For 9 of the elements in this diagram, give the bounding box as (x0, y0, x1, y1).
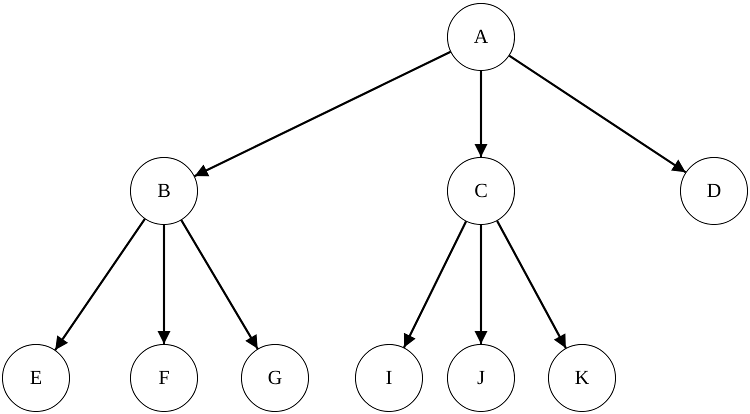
arrow (496, 220, 567, 349)
arrow (474, 71, 488, 157)
arrow (54, 218, 146, 351)
arrow (157, 225, 171, 344)
arrow (180, 220, 259, 350)
arrow (194, 50, 451, 178)
arrow (474, 225, 488, 344)
arrow (403, 221, 467, 348)
arrow (508, 54, 686, 174)
